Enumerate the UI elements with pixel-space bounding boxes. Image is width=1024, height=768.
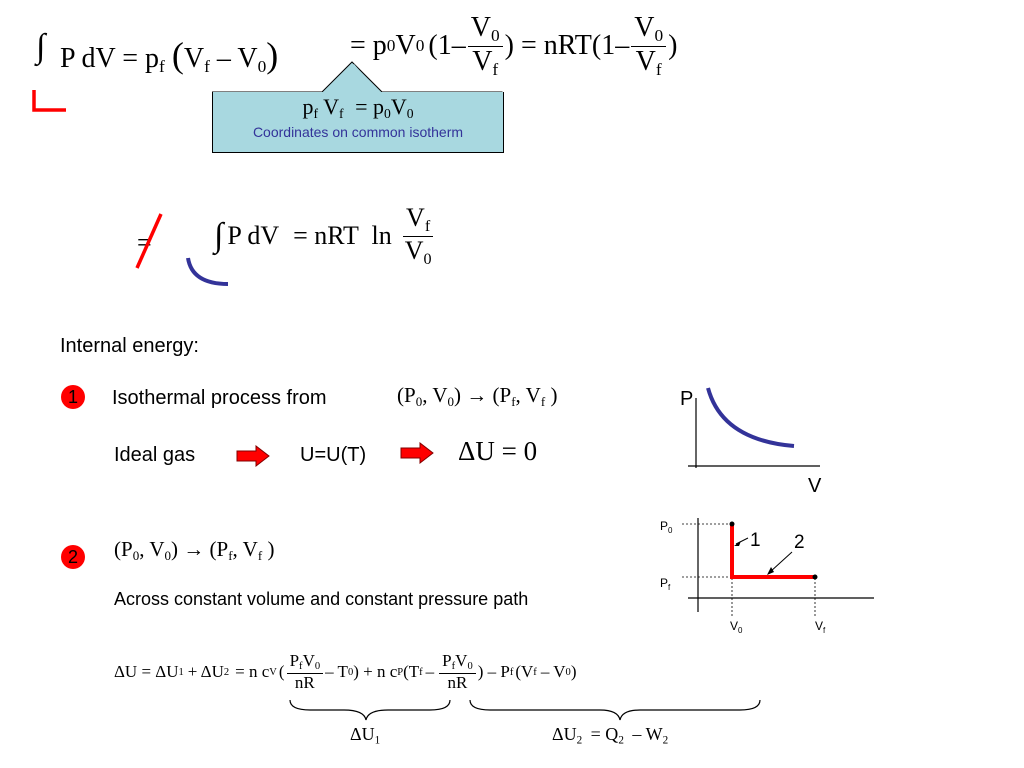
path2-label: 2 xyxy=(794,532,805,553)
top-lhs: P dV = pf (Vf – V0) xyxy=(60,35,279,77)
start-point xyxy=(729,521,735,527)
underbraces xyxy=(289,699,761,721)
isotherm-graph: P V xyxy=(680,387,822,495)
top-fraction-1: V0 Vf xyxy=(467,13,503,79)
red-arrow-icon xyxy=(236,445,270,467)
path2-pointer-head xyxy=(767,567,774,575)
brace-1 xyxy=(289,699,451,721)
case-2-process: (P0, V0) → (Pf, Vf ) xyxy=(114,537,275,563)
internal-energy-heading: Internal energy: xyxy=(60,335,199,357)
callout-equation: pf Vf = p0V0 xyxy=(302,94,414,122)
red-arrow-icon xyxy=(400,442,434,464)
end-point xyxy=(812,574,818,580)
top-fraction-2: V0 Vf xyxy=(631,13,667,79)
bottom-fraction-1: PfV0 nR xyxy=(286,652,324,691)
not-equal-sign: = xyxy=(133,212,163,272)
middle-equation: ∫ P dV = nRT ln Vf V0 xyxy=(214,196,437,276)
integral-sign: ∫ xyxy=(36,28,46,65)
bottom-fraction-2: PfV0 nR xyxy=(439,652,476,691)
pf-label: Pf xyxy=(660,576,671,592)
two-step-path xyxy=(730,524,815,579)
two-step-path-graph: 1 2 P0 Pf V0 Vf xyxy=(660,518,874,635)
brace-1-label: ΔU1 xyxy=(350,724,381,747)
delta-u-zero: ΔU = 0 xyxy=(458,436,538,466)
path1-pointer-head xyxy=(734,541,741,546)
path1-pointer xyxy=(735,537,749,545)
v0-label: V0 xyxy=(730,619,743,635)
case-1-process: (P0, V0) → (Pf, Vf ) xyxy=(397,383,558,409)
isotherm-curve xyxy=(706,387,795,448)
path2-pointer xyxy=(769,551,793,573)
case-2-description: Across constant volume and constant pres… xyxy=(114,589,529,609)
middle-fraction: Vf V0 xyxy=(403,202,434,268)
blue-arc-mark xyxy=(186,257,229,286)
ideal-gas-label: Ideal gas xyxy=(114,444,196,466)
case-1-number-badge: 1 xyxy=(61,385,85,409)
callout-caption: Coordinates on common isotherm xyxy=(252,124,464,141)
case-2-number-badge: 2 xyxy=(61,545,85,569)
graph1-y-label: P xyxy=(680,388,693,410)
path1-label: 1 xyxy=(750,530,761,551)
case-1-text: Isothermal process from xyxy=(112,387,327,409)
u-of-t-label: U=U(T) xyxy=(300,444,367,466)
brace-2 xyxy=(469,699,761,721)
graph1-x-label: V xyxy=(808,475,822,495)
p0-label: P0 xyxy=(660,519,673,535)
strike-slash xyxy=(135,213,163,269)
red-check-mark xyxy=(32,90,66,112)
vf-label: Vf xyxy=(815,619,826,635)
isotherm-callout: pf Vf = p0V0 Coordinates on common isoth… xyxy=(212,92,504,153)
brace-2-label: ΔU2 = Q2 – W2 xyxy=(552,724,669,747)
